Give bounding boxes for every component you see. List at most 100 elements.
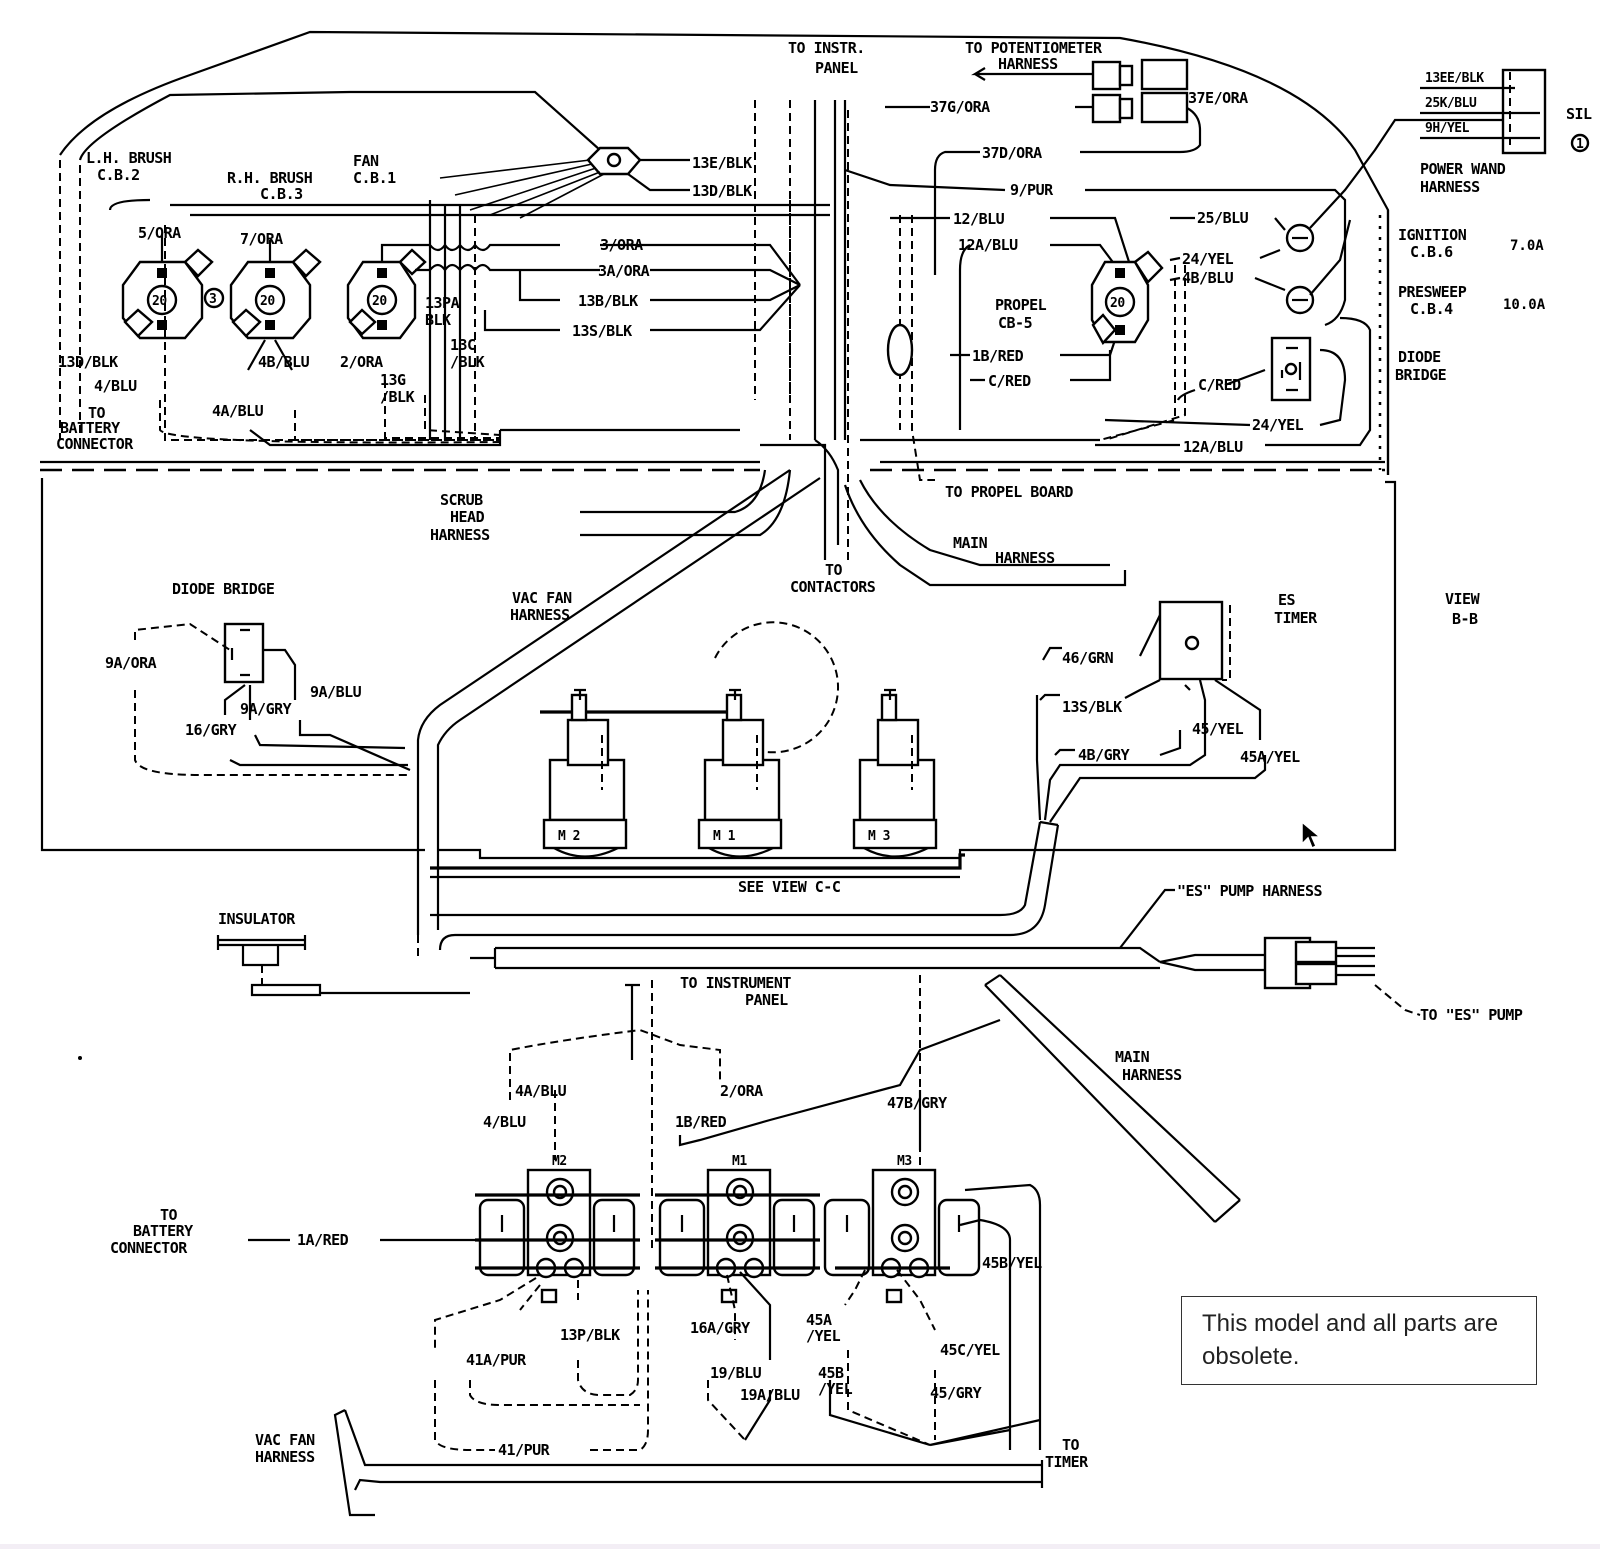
pot-connector-1a — [1091, 60, 1122, 91]
drop-fan-bottom — [249, 428, 740, 447]
es-timer-label-2: TIMER — [1274, 609, 1318, 627]
breaker-propel-ref: CB-5 — [998, 314, 1033, 332]
label-to-instr-panel: TO INSTR. — [788, 39, 865, 57]
contactor-baseplate — [430, 853, 965, 870]
wire-label-37e: 37E/ORA — [1188, 89, 1248, 107]
cc-wire-45b — [828, 1380, 931, 1447]
cc-to-battery-2: BATTERY — [133, 1222, 193, 1240]
breaker-lh-name: L.H. BRUSH — [86, 149, 172, 167]
power-wand-wire-label: 25K/BLU — [1425, 96, 1477, 111]
power-wand-label-1: POWER WAND — [1420, 160, 1506, 178]
pot-connector-1b — [1118, 64, 1134, 87]
breaker-lh-rating: 20 — [152, 294, 167, 309]
timer-wire-label: 4B/GRY — [1078, 746, 1130, 764]
panel-inner-outline — [78, 90, 601, 161]
cc-wire-label-47b: 47B/GRY — [887, 1094, 947, 1112]
vac-fan-label-2: HARNESS — [510, 606, 570, 624]
power-wand-label-2: HARNESS — [1420, 178, 1480, 196]
timer-harness-end — [1039, 820, 1059, 827]
cc-wire-13p-loop — [577, 1280, 639, 1396]
to-instr-line1: TO INSTR. — [788, 39, 865, 57]
wire-label-7ora: 7/ORA — [240, 230, 283, 248]
diode-bridge-left-marks — [230, 628, 250, 677]
pot-connector-1c — [1140, 58, 1189, 91]
cc-wire-label-4blu: 4/BLU — [483, 1113, 526, 1131]
pot-connector-2a — [1091, 93, 1122, 124]
diode-wire-16gry — [223, 684, 408, 767]
es-pump-leader — [1119, 888, 1175, 949]
to-es-pump-label: TO "ES" PUMP — [1420, 1006, 1523, 1024]
label-to-propel-board: TO PROPEL BOARD — [945, 483, 1073, 501]
bottom-strip — [0, 1544, 1600, 1549]
contactor-loop-circle — [714, 621, 839, 754]
wire-label-13s: 13S/BLK — [572, 322, 632, 340]
cc-wire-1bred — [678, 1018, 1001, 1147]
timer-wire-45yel — [1043, 679, 1207, 821]
insulator-label: INSULATOR — [218, 910, 296, 928]
breaker-rh-brush: 20 — [229, 240, 322, 371]
cc-wire-45c — [896, 1269, 936, 1440]
breaker-fan-rating: 20 — [372, 294, 387, 309]
breaker-rh-ref: C.B.3 — [260, 185, 303, 203]
cc-wire-label-16a: 16A/GRY — [690, 1319, 750, 1337]
cc-wire-label-45c: 45C/YEL — [940, 1341, 1000, 1359]
label-to-battery-1: TO — [88, 404, 106, 422]
wire-3aora — [560, 268, 801, 286]
diode-wire-label: 16/GRY — [185, 721, 237, 739]
cc-wire-label-45byel-1: 45B — [818, 1364, 844, 1382]
mouse-cursor-icon — [1301, 820, 1322, 850]
timer-wire-label: 45A/YEL — [1240, 748, 1300, 766]
cc-wire-label-45a-1: 45A — [806, 1311, 832, 1329]
breaker-propel-rating: 20 — [1110, 296, 1125, 311]
wavy-crossing-1 — [420, 243, 560, 252]
contactor-bb — [852, 688, 938, 858]
timer-wire-label: 13S/BLK — [1062, 698, 1122, 716]
power-wand-wires — [1420, 86, 1540, 140]
contactor-cc-tag: M2 — [552, 1154, 567, 1169]
breaker-rh-rating: 20 — [260, 294, 275, 309]
vac-fan-harness-1 — [416, 469, 791, 935]
wire-label-4bblu: 4B/BLU — [258, 353, 310, 371]
center-trunk — [813, 100, 847, 440]
panel-outline — [59, 30, 1390, 475]
contactor-bb-label: M 3 — [868, 829, 890, 844]
contactor-cc — [658, 1168, 816, 1304]
timer-wire-46grn — [1042, 614, 1161, 661]
main-harness-upper-label-1: MAIN — [953, 534, 988, 552]
drop-2ora — [384, 380, 500, 439]
wire-label-3aora: 3A/ORA — [598, 262, 650, 280]
main-harness-lower-label-1: MAIN — [1115, 1048, 1150, 1066]
bus-upper — [170, 203, 830, 217]
cc-wire-label-4a1: 41A/PUR — [466, 1351, 527, 1369]
stray-dot — [78, 1056, 82, 1060]
cc-wire-19ablu — [739, 1271, 772, 1441]
timer-wire-label: 46/GRN — [1062, 649, 1114, 667]
main-harness-upper-1 — [859, 479, 1110, 567]
es-pump-pins — [1336, 946, 1375, 977]
breaker-fan: 20 — [346, 243, 427, 340]
wire-label-4blu: 4/BLU — [94, 377, 137, 395]
ignition-name: IGNITION — [1398, 226, 1467, 244]
main-harness-upper-2 — [843, 484, 1127, 587]
wire-13s — [483, 284, 801, 332]
presweep-ref: C.B.4 — [1410, 300, 1453, 318]
contactor-bb — [697, 688, 783, 858]
power-wand-feed — [1309, 118, 1545, 229]
scrub-head-harness-1 — [580, 469, 767, 514]
contactor-bb — [542, 688, 628, 858]
cc-vac-fan-label-2: HARNESS — [255, 1448, 315, 1466]
view-bb: VIEW B-B SCRUB HEAD HARNESS MAIN HARNESS… — [40, 469, 1481, 951]
cc-wire-19blu — [707, 1274, 746, 1441]
cc-to-timer-label-1: TO — [1062, 1436, 1080, 1454]
main-trunk-top — [495, 946, 1161, 963]
timer-bundle-right — [1222, 605, 1231, 681]
cc-battery-wire-label: 1A/RED — [297, 1231, 349, 1249]
wire-label-cred2: C/RED — [1198, 376, 1241, 394]
scrub-head-label-2: HEAD — [450, 508, 485, 526]
wire-label-1bred: 1B/RED — [972, 347, 1024, 365]
insulator-lead — [250, 983, 470, 997]
arrow-to-potentiometer — [971, 67, 1093, 81]
wire-24yel — [1169, 248, 1281, 262]
